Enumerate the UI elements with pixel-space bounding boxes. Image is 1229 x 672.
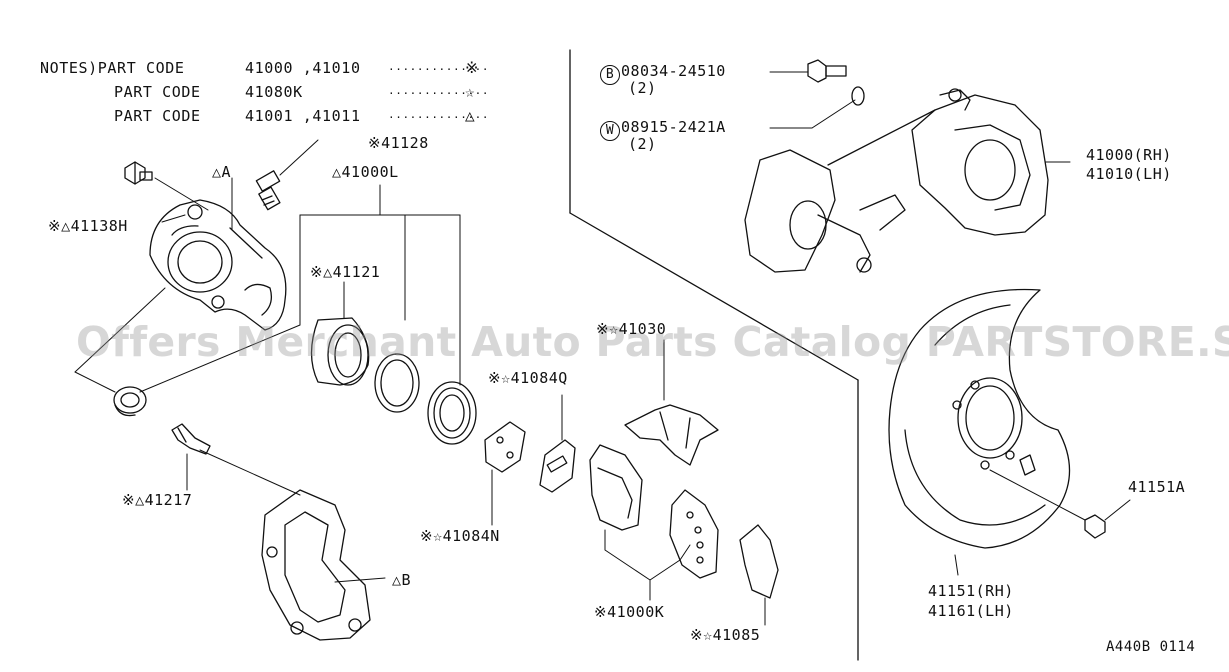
bolt-w-part: 08915-2421A [621, 118, 726, 136]
bolt-b-qty: (2) [628, 79, 657, 97]
note-mark-2: ☆ [465, 82, 476, 101]
brake-pad-inner [589, 444, 643, 531]
label-b: △B [392, 571, 412, 589]
note-mark-1: ※ [465, 58, 480, 77]
lock-washer [851, 86, 865, 106]
label-41084q: ※☆41084Q [488, 369, 568, 387]
label-41121: ※△41121 [310, 263, 381, 281]
boot-small [113, 386, 147, 417]
watermark: Offers Merchant Auto Parts Catalog PARTS… [76, 318, 1229, 366]
steering-knuckle [744, 149, 906, 273]
mounting-bolt [807, 59, 847, 83]
bolt-b-part: 08034-24510 [621, 62, 726, 80]
label-41010lh: 41010(LH) [1086, 165, 1172, 183]
shim-41085 [739, 524, 779, 599]
guide-pin-41217 [171, 423, 211, 455]
note-dots-1: .............. [388, 60, 490, 73]
label-41030: ※☆41030 [596, 320, 667, 338]
label-41000k: ※41000K [594, 603, 665, 621]
bleeder-41128 [255, 170, 281, 211]
label-41085: ※☆41085 [690, 626, 761, 644]
label-41128: ※41128 [368, 134, 429, 152]
label-a: △A [212, 163, 232, 181]
dust-shield-41151 [888, 288, 1071, 549]
section-divider [569, 49, 859, 661]
label-41217: ※△41217 [122, 491, 193, 509]
piston-41121 [310, 317, 370, 386]
pad-retainer-41030 [624, 404, 719, 466]
label-41151a: 41151A [1128, 478, 1186, 496]
brake-pad-outer [669, 489, 719, 579]
label-41084n: ※☆41084N [420, 527, 500, 545]
b-circle-icon: B [600, 65, 620, 85]
label-41000l: △41000L [332, 163, 399, 181]
note-codes-2: 41080K [245, 83, 303, 101]
label-41138h: ※△41138H [48, 217, 128, 235]
note-prefix: NOTES) [40, 59, 98, 77]
caliper-assembly-41000 [827, 88, 1049, 236]
shim-41084n [484, 421, 526, 473]
caliper-body [149, 199, 287, 331]
note-codes-1: 41000 ,41010 [245, 59, 361, 77]
piston-seal [374, 353, 420, 413]
label-41000rh: 41000(RH) [1086, 146, 1172, 164]
label-41151rh: 41151(RH) [928, 582, 1014, 600]
note-label: PART CODE [97, 59, 185, 77]
label-41161lh: 41161(LH) [928, 602, 1014, 620]
dust-boot [427, 381, 477, 445]
shim-41084q [539, 439, 576, 493]
note-dots-3: .............. [388, 108, 490, 121]
w-circle-icon: W [600, 121, 620, 141]
figure-code: A440B 0114 [1106, 639, 1196, 655]
torque-member [261, 489, 371, 641]
note-label-3: PART CODE [114, 107, 201, 125]
note-mark-3: △ [465, 106, 476, 125]
leader-lines [74, 71, 1131, 626]
bolt-w-qty: (2) [628, 135, 657, 153]
note-label-2: PART CODE [114, 83, 201, 101]
note-dots-2: .............. [388, 84, 490, 97]
note-line-1: NOTES)PART CODE [40, 61, 184, 76]
note-codes-3: 41001 ,41011 [245, 107, 361, 125]
shield-bolt-41151a [1084, 514, 1106, 539]
bolt-41138h [124, 161, 153, 185]
